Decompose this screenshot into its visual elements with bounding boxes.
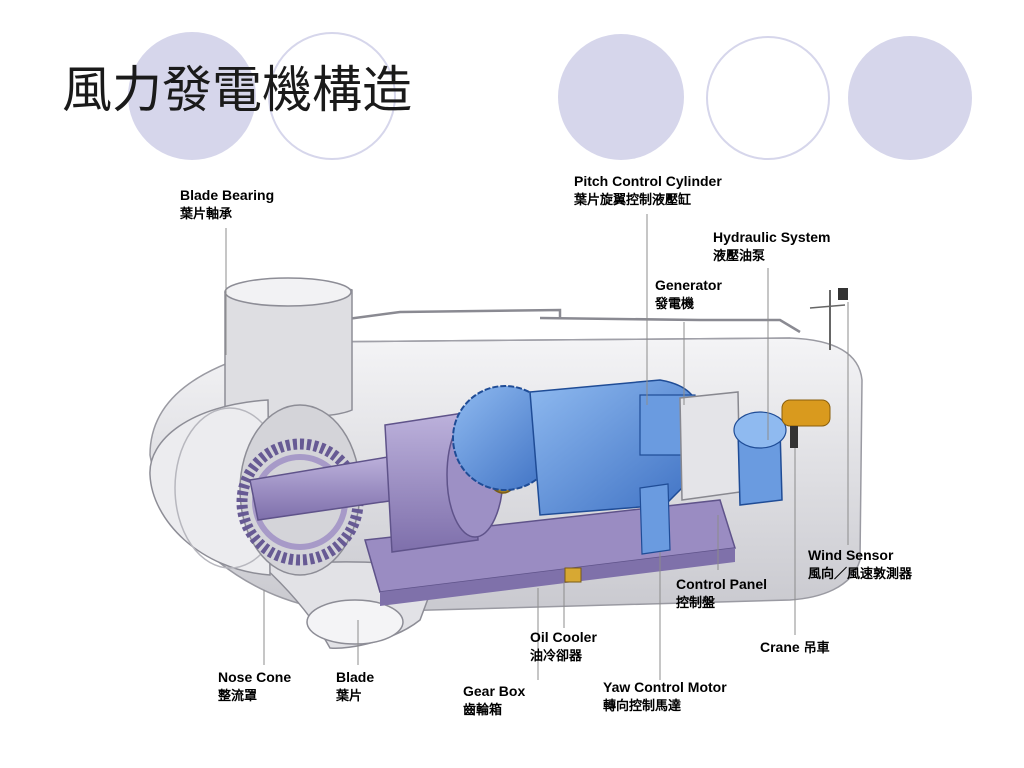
- label-wind-sensor: Wind Sensor 風向／風速敦測器: [808, 546, 912, 584]
- decor-circle-outline-2: [706, 36, 830, 160]
- label-wind-sensor-en: Wind Sensor: [808, 547, 894, 563]
- label-pitch-control-cylinder: Pitch Control Cylinder 葉片旋翼控制液壓缸: [574, 172, 722, 210]
- label-hydraulic-system-zh: 液壓油泵: [713, 249, 766, 264]
- label-control-panel-en: Control Panel: [676, 576, 768, 592]
- label-blade-en: Blade: [336, 669, 375, 685]
- label-control-panel: Control Panel 控制盤: [676, 575, 767, 613]
- crane-tank: [781, 399, 831, 427]
- label-hydraulic-system: Hydraulic System 液壓油泵: [713, 228, 831, 266]
- decor-circle-filled-1: [128, 32, 256, 160]
- label-blade: Blade 葉片: [336, 668, 374, 706]
- label-hydraulic-system-en: Hydraulic System: [713, 229, 831, 245]
- label-crane-zh: 吊車: [803, 641, 830, 656]
- label-generator-zh: 發電機: [655, 297, 695, 312]
- label-pitch-control-cylinder-zh: 葉片旋翼控制液壓缸: [574, 193, 692, 208]
- label-generator: Generator 發電機: [655, 276, 722, 314]
- decor-circle-filled-3: [848, 36, 972, 160]
- wind-sensor-device: [838, 288, 848, 300]
- control-panel-cabinet: [679, 391, 741, 501]
- label-oil-cooler-en: Oil Cooler: [530, 629, 597, 645]
- label-blade-bearing-en: Blade Bearing: [180, 187, 275, 203]
- label-nose-cone-zh: 整流罩: [218, 689, 258, 704]
- label-blade-bearing: Blade Bearing 葉片軸承: [180, 186, 274, 224]
- label-crane-en: Crane: [760, 639, 804, 655]
- label-blade-zh: 葉片: [336, 689, 363, 704]
- label-nose-cone: Nose Cone 整流罩: [218, 668, 291, 706]
- label-yaw-control-motor-zh: 轉向控制馬達: [603, 699, 682, 714]
- label-yaw-control-motor-en: Yaw Control Motor: [603, 679, 727, 695]
- nose-cone-shape: [149, 399, 271, 576]
- decor-circle-filled-2: [558, 34, 684, 160]
- label-yaw-control-motor: Yaw Control Motor 轉向控制馬達: [603, 678, 727, 716]
- label-blade-bearing-zh: 葉片軸承: [180, 207, 233, 222]
- label-pitch-control-cylinder-en: Pitch Control Cylinder: [574, 173, 722, 189]
- oil-cooler-unit: [564, 567, 582, 583]
- label-gear-box-zh: 齒輪箱: [463, 703, 503, 718]
- label-wind-sensor-zh: 風向／風速敦測器: [808, 567, 913, 582]
- label-crane: Crane 吊車: [760, 638, 830, 658]
- slide-title: 風力發電機構造: [62, 61, 412, 119]
- label-nose-cone-en: Nose Cone: [218, 669, 292, 685]
- roof-railing-2: [539, 316, 801, 334]
- yaw-motor: [639, 483, 671, 555]
- label-oil-cooler: Oil Cooler 油冷卻器: [530, 628, 597, 666]
- label-oil-cooler-zh: 油冷卻器: [530, 649, 583, 664]
- label-control-panel-zh: 控制盤: [676, 596, 716, 611]
- label-gear-box: Gear Box 齒輪箱: [463, 682, 525, 720]
- decor-circle-outline-1: [268, 32, 396, 160]
- label-generator-en: Generator: [655, 277, 722, 293]
- label-gear-box-en: Gear Box: [463, 683, 526, 699]
